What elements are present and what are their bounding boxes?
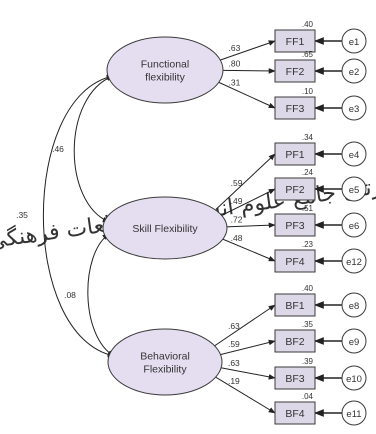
loading-label: .63: [228, 321, 240, 331]
loading-label: .49: [231, 196, 243, 206]
r-squared-label: .65: [302, 50, 314, 59]
loading-arrow: [211, 374, 276, 414]
loading-label: .80: [228, 59, 240, 69]
error-label: e11: [346, 409, 361, 420]
indicator-box: [274, 249, 316, 273]
indicator-label: PF1: [285, 149, 304, 161]
covariance-arc: [73, 75, 114, 223]
covariance-layer: .46 .08 .35: [16, 74, 115, 358]
r-squared-label: .34: [302, 133, 314, 142]
loading-arrow: [215, 235, 276, 262]
covariance-label: .46: [52, 144, 64, 154]
latent-label: flexibility: [145, 72, 185, 84]
error-label: e10: [346, 374, 362, 385]
loading-label: .48: [231, 233, 243, 243]
error-label: e3: [349, 104, 360, 115]
indicator-label: BF1: [285, 300, 304, 312]
indicator-label: PF2: [285, 184, 304, 196]
error-circle: [341, 141, 367, 167]
indicator-label: FF1: [286, 36, 305, 48]
loading-label: .63: [228, 358, 240, 368]
indicator-box: [274, 29, 316, 53]
indicator-box: [274, 293, 316, 317]
latent-functional: [106, 36, 224, 104]
loading-arrow: [215, 153, 276, 210]
indicator-label: FF3: [286, 103, 305, 115]
indicator-label: PF3: [285, 220, 304, 232]
covariance-label: .35: [16, 210, 28, 220]
r-squared-label: .10: [302, 87, 314, 96]
loading-arrow: [211, 339, 276, 358]
error-label: e9: [349, 337, 360, 348]
loading-arrow: [212, 40, 276, 64]
loading-arrow: [211, 365, 276, 380]
indicator-label: FF2: [286, 66, 305, 78]
indicator-box: [274, 96, 316, 120]
indicator-box: [274, 401, 316, 425]
indicator-box: [274, 177, 316, 201]
error-label: e2: [349, 67, 360, 78]
covariance-arc: [87, 233, 115, 357]
r-squared-label: .35: [302, 320, 314, 329]
loading-arrow: [212, 79, 276, 109]
r-squared-label: .39: [302, 357, 314, 366]
error-label: e8: [349, 301, 360, 312]
indicator-label: BF4: [285, 408, 304, 420]
loading-label: .59: [228, 339, 240, 349]
error-label: e4: [349, 150, 360, 161]
latent-behavioral: [107, 328, 223, 396]
loading-label: .19: [228, 376, 240, 386]
error-circle: [341, 248, 367, 274]
error-circle: [341, 365, 367, 391]
r-squared-label: .51: [302, 204, 314, 213]
latent-label: Functional: [141, 59, 189, 71]
error-circle: [341, 95, 367, 121]
error-circle: [341, 328, 367, 354]
loading-label: .63: [228, 43, 240, 53]
loading-label: .59: [231, 178, 243, 188]
r-squared-label: .40: [302, 20, 314, 29]
error-circle: [341, 400, 367, 426]
error-circle: [341, 292, 367, 318]
error-label: e1: [349, 37, 360, 48]
loading-label: .31: [228, 77, 240, 87]
indicator-label: PF4: [285, 256, 304, 268]
latent-skill: [102, 196, 228, 260]
r-squared-label: .23: [302, 240, 314, 249]
indicator-label: BF3: [285, 373, 304, 385]
error-circle: [341, 176, 367, 202]
loading-arrow: [211, 304, 276, 349]
indicator-box: [274, 329, 316, 353]
r-squared-label: .24: [302, 168, 314, 177]
loading-label: .72: [231, 214, 243, 224]
path-layer: .63 .80 .31 .59 .49 .72 .48 .63 .59 .63 .19: [211, 37, 342, 417]
indicator-box: [274, 213, 316, 237]
latent-label: Behavioral: [140, 351, 190, 363]
r-squared-label: .40: [302, 284, 314, 293]
indicator-box: [274, 59, 316, 83]
indicator-box: [274, 366, 316, 390]
indicator-label: BF2: [285, 336, 304, 348]
covariance-label: .08: [64, 290, 76, 300]
error-label: e5: [349, 185, 360, 196]
latent-label: Skill Flexibility: [132, 223, 198, 235]
error-circle: [341, 58, 367, 84]
indicator-box: [274, 142, 316, 166]
error-label: e12: [346, 257, 362, 268]
covariance-arc: [43, 74, 115, 358]
error-label: e6: [349, 221, 360, 232]
r-squared-label: .04: [302, 392, 314, 401]
error-circle: [341, 212, 367, 238]
error-circle: [341, 28, 367, 54]
latent-label: Flexibility: [143, 364, 187, 376]
loading-arrow: [215, 188, 276, 219]
